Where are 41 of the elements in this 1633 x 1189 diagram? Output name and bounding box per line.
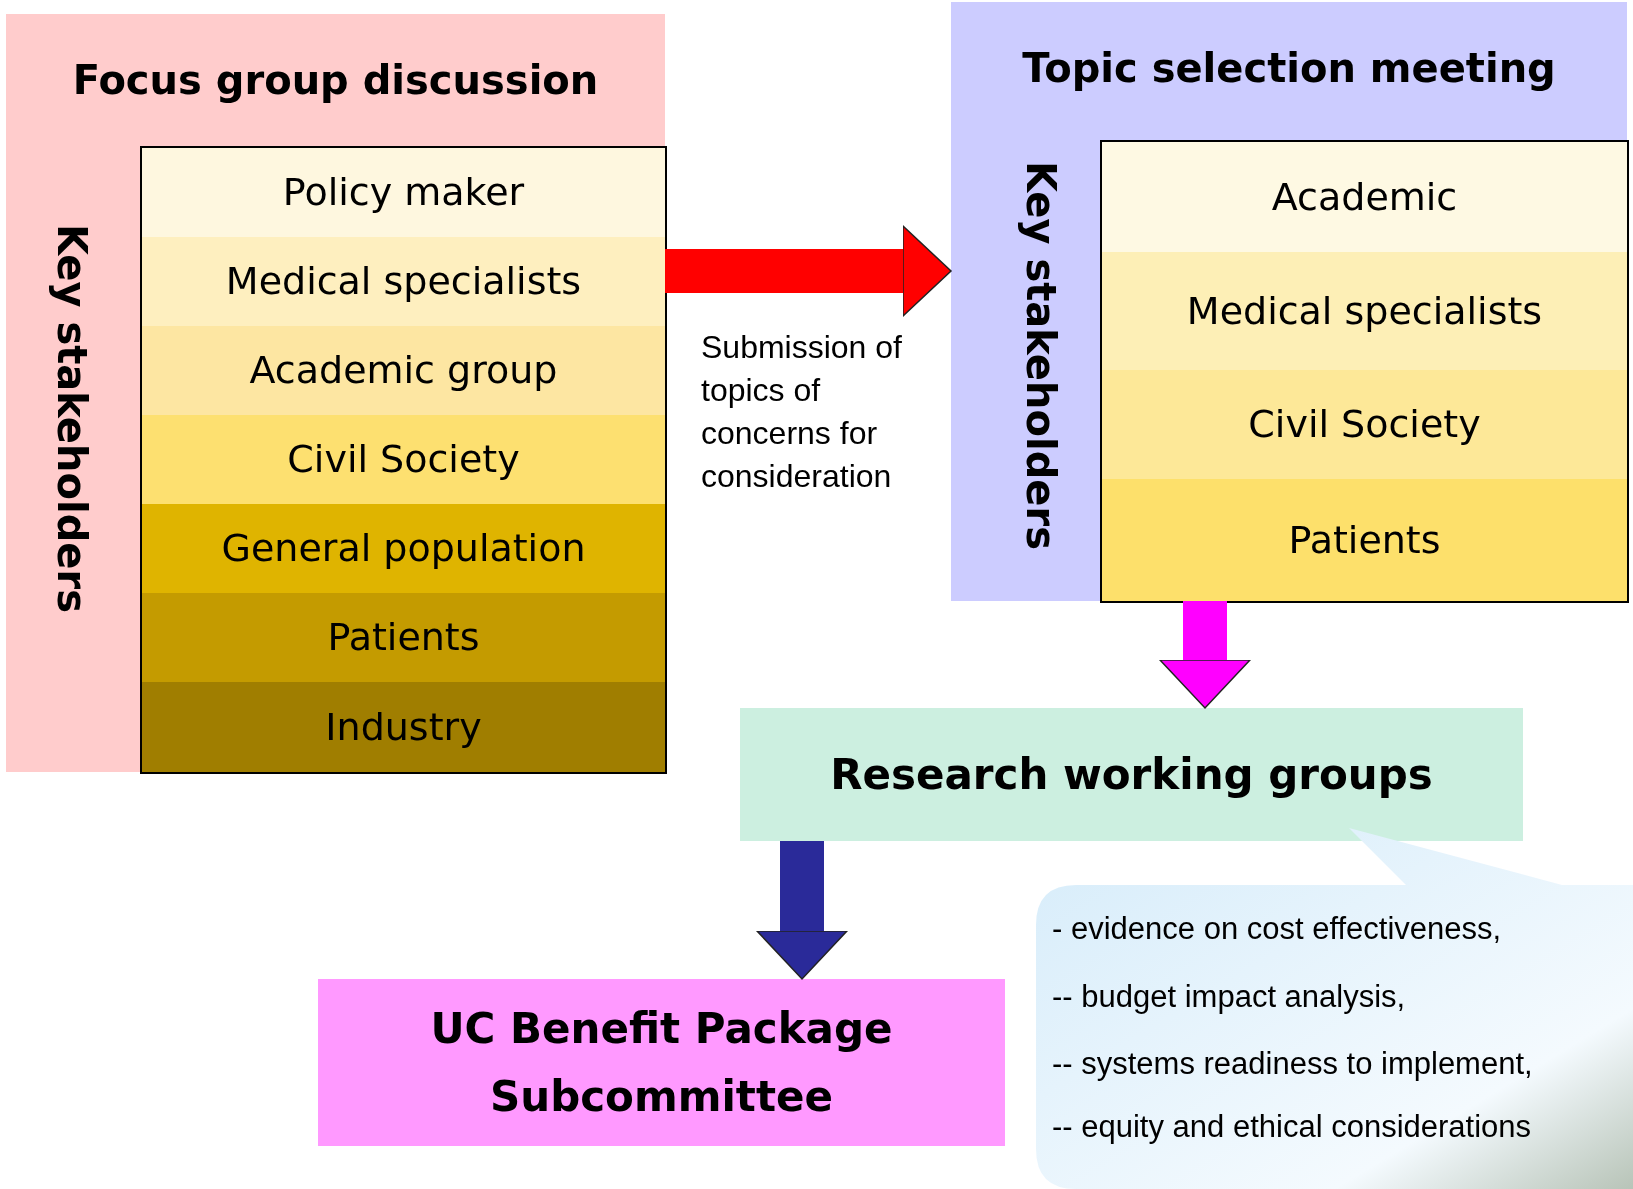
row-text: Patients (1287, 516, 1442, 564)
row-text: Medical specialists (224, 258, 583, 305)
row-text: Policy maker (281, 169, 526, 216)
list-row (1102, 370, 1627, 479)
bullet-text: -- equity and ethical considerations (1052, 1108, 1532, 1146)
bullet-text: - evidence on cost effectiveness, (1052, 910, 1502, 948)
box-title: UC Benefit Package Subcommittee (429, 1003, 894, 1123)
list-row (1102, 252, 1627, 370)
panel-title: Focus group discussion (71, 56, 600, 105)
block-arrow (1159, 601, 1251, 709)
row-text: General population (220, 525, 587, 572)
panel-title: Topic selection meeting (1021, 44, 1557, 93)
list-row (142, 148, 665, 237)
row-text: Industry (324, 703, 483, 751)
bullet-text: -- budget impact analysis, (1052, 978, 1406, 1016)
row-text: Civil Society (1247, 401, 1482, 448)
process-box (318, 979, 1005, 1146)
bullet-text: -- systems readiness to implement, (1052, 1045, 1533, 1083)
list-row (142, 504, 665, 593)
process-box (740, 708, 1523, 841)
group-panel (6, 14, 665, 772)
stakeholder-list (1102, 142, 1627, 601)
block-arrow (756, 841, 848, 980)
list-row (1102, 142, 1627, 252)
block-arrow (665, 225, 952, 317)
row-text: Patients (326, 614, 481, 661)
list-row (142, 593, 665, 682)
row-text: Academic (1270, 173, 1459, 221)
row-text: Civil Society (286, 436, 521, 483)
stakeholder-list (142, 148, 665, 772)
list-row (142, 682, 665, 772)
row-text: Academic group (248, 347, 559, 394)
callout-bubble (1036, 826, 1633, 1189)
list-row (142, 415, 665, 504)
group-panel (951, 2, 1627, 601)
list-row (1102, 479, 1627, 601)
row-text: Medical specialists (1185, 287, 1544, 335)
list-row (142, 326, 665, 415)
box-title: Research working groups (829, 748, 1434, 801)
list-row (142, 237, 665, 326)
edge-label: Submission of topics of concerns for consideration (701, 328, 903, 496)
